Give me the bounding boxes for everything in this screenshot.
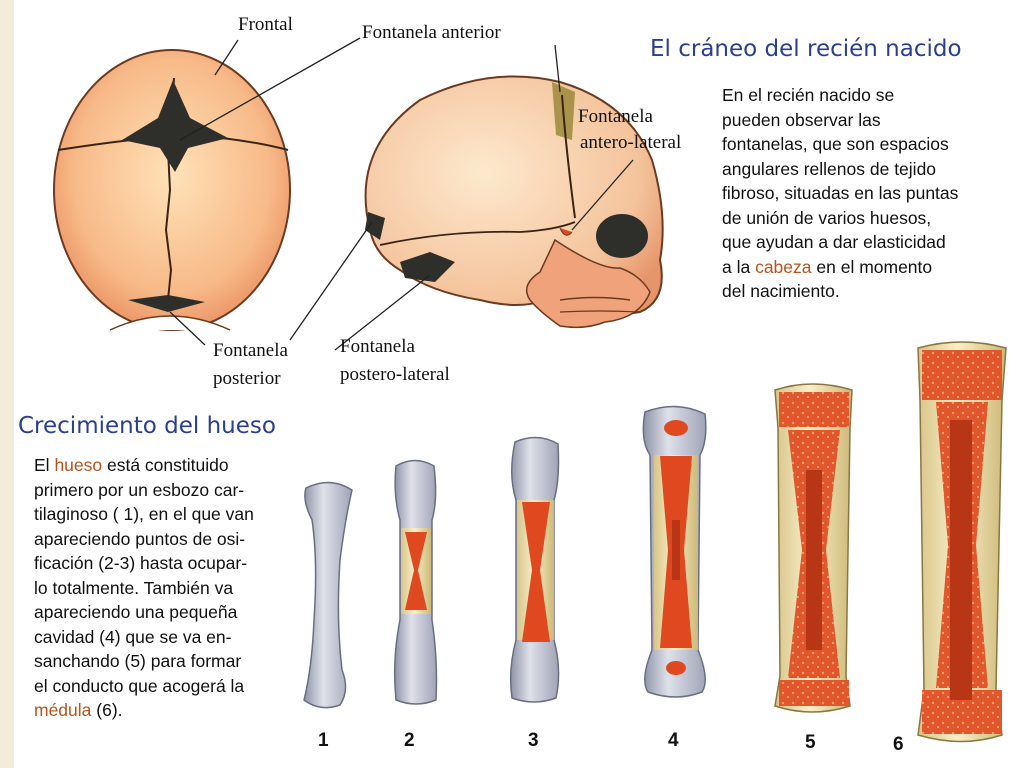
stage-number-2: 2 [404,730,415,751]
skull-top-view [53,49,291,331]
skull-line-4: angulares rellenos de tejido [722,158,937,179]
bone-line-10: el conducto que acogerá la [34,675,245,696]
bone-line-3: tilaginoso ( 1), en el que van [34,504,254,524]
bone-stage-1 [303,481,353,709]
skull-side-view [364,75,664,329]
label-fontanela-posterior-line1: Fontanela [213,340,288,361]
bone-line-4: apareciendo puntos de osi- [34,528,246,549]
stage-number-5: 5 [805,732,816,753]
label-fontanela-anterior: Fontanela anterior [362,22,501,43]
skull-line-7: que ayudan a dar elasticidad [722,232,946,252]
bone-line-11-post: (6). [91,700,123,720]
label-fontanela-antero-lateral-line1: Fontanela [578,106,653,127]
leader-lines [169,37,634,351]
left-border-strip [0,0,14,768]
bone-stage-4 [642,405,707,698]
label-fontanela-postero-lateral-line1: Fontanela [340,336,415,357]
bone-stage-5 [774,383,853,713]
bone-line-1-post: está constituido [102,455,229,475]
medula-link[interactable]: médula [34,700,92,720]
hueso-link[interactable]: hueso [54,455,103,475]
skull-line-5: fibroso, situadas en las puntas [722,183,959,203]
stage-number-6: 6 [893,734,904,755]
skull-section-title: El cráneo del recién nacido [650,36,962,62]
label-frontal: Frontal [238,14,293,35]
bone-line-5: ficación (2-3) hasta ocupar- [34,553,248,573]
stage-number-4: 4 [668,730,679,751]
bone-stage-3 [509,436,560,703]
skull-line-3: fontanelas, que son espacios [722,134,949,154]
bone-line-7: apareciendo una pequeña [34,602,238,622]
bone-line-9: sanchando (5) para formar [34,651,242,671]
skull-line-9: del nacimiento. [722,281,840,301]
skull-section-text: En el recién nacido se pueden observar l… [722,83,958,304]
bone-line-1-pre: El [34,455,55,475]
skull-line-1: En el recién nacido se [722,85,895,105]
skull-line-8-pre: a la [722,256,756,277]
bone-line-8: cavidad (4) que se va en- [34,626,232,647]
bone-line-2: primero por un esbozo car- [34,479,245,500]
skull-line-2: pueden observar las [722,109,881,130]
label-fontanela-postero-lateral-line2: postero-lateral [340,364,450,385]
bone-section-title: Crecimiento del hueso [18,413,276,439]
label-fontanela-antero-lateral-line2: antero-lateral [580,132,682,153]
skull-line-8-post: en el momento [811,256,933,277]
bone-stage-6 [917,341,1007,743]
label-fontanela-posterior-line2: posterior [213,368,281,389]
cabeza-link[interactable]: cabeza [755,256,812,277]
skull-line-6: de unión de varios huesos, [722,207,932,228]
stage-number-1: 1 [318,730,329,751]
bone-section-text: El hueso está constituido primero por un… [34,453,254,723]
stage-number-3: 3 [528,730,539,751]
bone-line-6: lo totalmente. También va [34,577,234,598]
bone-stage-2 [393,459,438,705]
